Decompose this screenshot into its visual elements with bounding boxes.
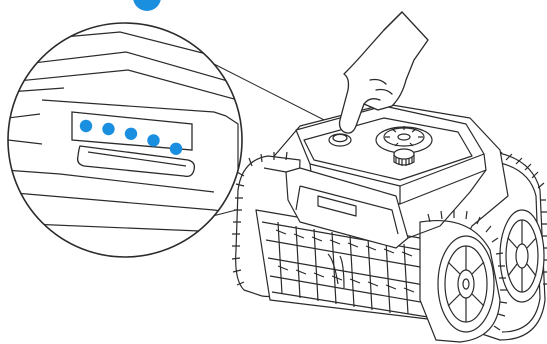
led-indicator-icon	[125, 128, 137, 140]
led-indicator-icon	[80, 120, 92, 132]
step-marker	[133, 0, 161, 11]
power-button-icon[interactable]	[329, 134, 351, 146]
zoomed-control-panel	[4, 23, 245, 257]
knob	[394, 149, 414, 166]
pool-robot	[232, 104, 547, 342]
led-indicator-icon	[147, 134, 159, 146]
led-indicator-icon	[170, 143, 182, 155]
led-indicator-icon	[102, 123, 114, 135]
